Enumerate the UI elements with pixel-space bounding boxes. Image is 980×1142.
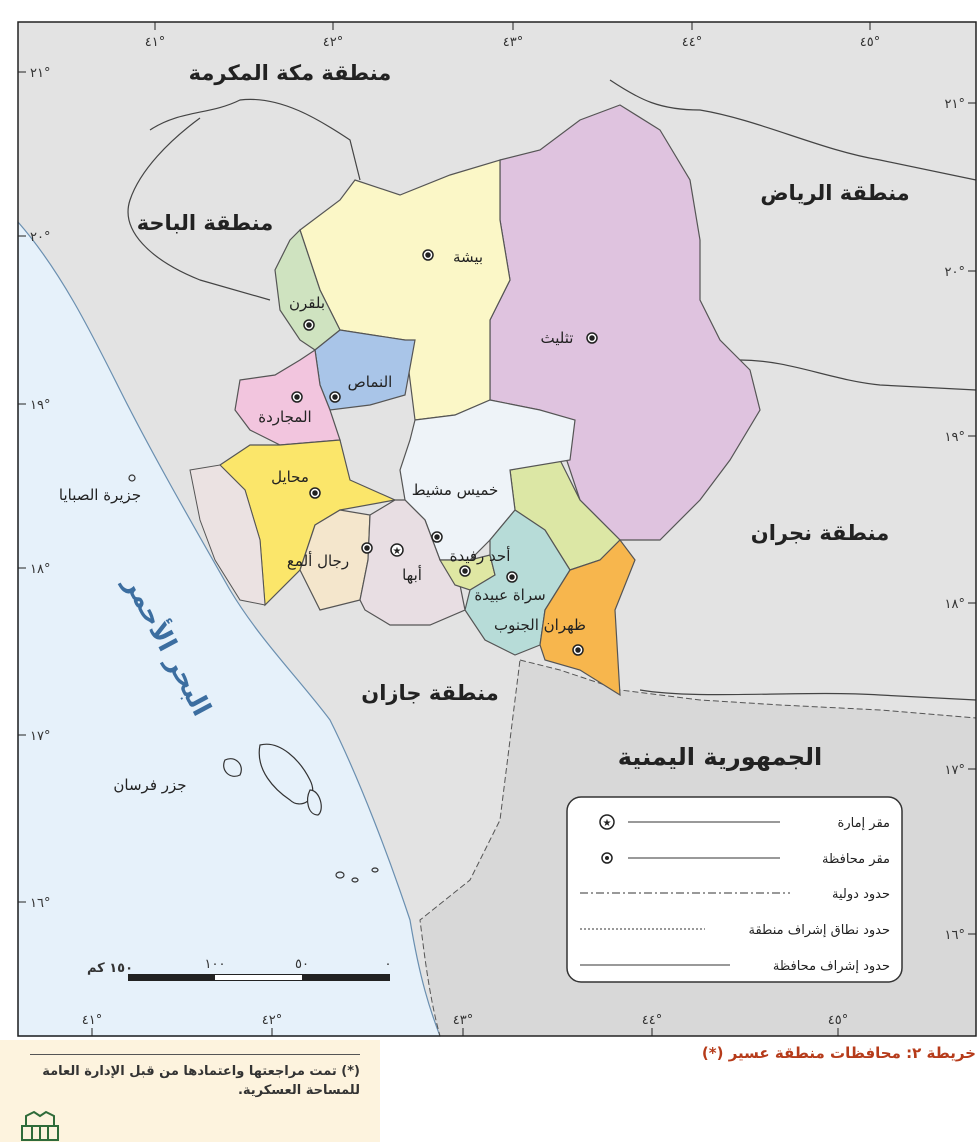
lat-tick-right-17: ١٧° xyxy=(945,763,965,778)
lat-tick-right-21: ٢١° xyxy=(945,97,965,112)
map-caption: خريطة ٢: محافظات منطقة عسير (*) xyxy=(701,1044,976,1062)
scale-label-100: ١٠٠ xyxy=(205,957,226,972)
label-balqarn: بلقرن xyxy=(289,294,325,312)
red-sea xyxy=(17,220,441,1037)
legend-governorate-border: حدود إشراف محافظة xyxy=(773,959,890,974)
label-farasan-islands: جزر فرسان xyxy=(113,776,186,794)
label-jazan-region: منطقة جازان xyxy=(361,681,498,705)
farasan-islands xyxy=(128,474,379,883)
scale-label-0: ٠ xyxy=(385,957,392,972)
lon-tick-top-42: ٤٢° xyxy=(323,35,343,50)
label-sabaya-island: جزيرة الصبايا xyxy=(59,486,141,504)
longitude-ticks-bottom: ٤١° ٤٢° ٤٣° ٤٤° ٤٥° xyxy=(82,1013,848,1036)
label-yemen: الجمهورية اليمنية xyxy=(618,743,823,771)
label-bisha: بيشة xyxy=(453,248,483,266)
lat-tick-right-20: ٢٠° xyxy=(945,265,965,280)
governorate-seat-markers xyxy=(291,249,598,656)
lon-tick-top-43: ٤٣° xyxy=(503,35,523,50)
label-sarat-abidah: سراة عبيدة xyxy=(474,586,545,604)
latitude-ticks-right: ٢١° ٢٠° ١٩° ١٨° ١٧° ١٦° xyxy=(945,97,976,943)
label-namas: النماص xyxy=(348,373,393,391)
legend-region-border: حدود نطاق إشراف منطقة xyxy=(748,923,890,938)
legend-international-border: حدود دولية xyxy=(832,887,890,902)
lon-tick-bottom-45: ٤٥° xyxy=(828,1013,848,1028)
lat-tick-right-18: ١٨° xyxy=(945,597,965,612)
label-muhayil: محايل xyxy=(271,468,309,486)
lon-tick-bottom-41: ٤١° xyxy=(82,1013,102,1028)
lat-tick-right-19: ١٩° xyxy=(945,430,965,445)
label-riyadh-region: منطقة الرياض xyxy=(760,181,909,205)
gov-dhahran-janub xyxy=(539,539,636,697)
label-tathlith: تثليث xyxy=(541,329,574,347)
longitude-ticks-top: ٤١° ٤٢° ٤٣° ٤٤° ٤٥° xyxy=(145,22,880,50)
lat-tick-left-21: ٢١° xyxy=(30,66,50,81)
label-makkah-region: منطقة مكة المكرمة xyxy=(189,61,392,85)
gov-majardah xyxy=(234,348,341,446)
emblem-logo-icon xyxy=(21,1110,59,1141)
label-abha: أبها xyxy=(402,565,422,584)
lat-tick-left-17: ١٧° xyxy=(30,729,50,744)
lon-tick-top-45: ٤٥° xyxy=(860,35,880,50)
legend-governorate-seat: مقر محافظة xyxy=(822,852,890,867)
legend-emirate-seat: مقر إمارة xyxy=(838,816,890,831)
footnote-box: (*) تمت مراجعتها واعتمادها من قبل الإدار… xyxy=(0,1040,380,1142)
emirate-seat-marker: ★ xyxy=(390,543,404,557)
lat-tick-left-16: ١٦° xyxy=(30,896,50,911)
label-najran-region: منطقة نجران xyxy=(751,521,889,545)
lon-tick-bottom-42: ٤٢° xyxy=(262,1013,282,1028)
label-rijal-alma: رجال ألمع xyxy=(287,551,349,570)
latitude-ticks-left: ٢١° ٢٠° ١٩° ١٨° ١٧° ١٦° xyxy=(18,66,50,911)
scale-label-50: ٥٠ xyxy=(295,957,309,972)
lat-tick-right-16: ١٦° xyxy=(945,928,965,943)
scale-bar: ١٥٠ كم ١٠٠ ٥٠ ٠ xyxy=(87,957,392,981)
label-ahad-rafidah: أحد رفيدة xyxy=(450,546,511,565)
lat-tick-left-19: ١٩° xyxy=(30,398,50,413)
svg-text:★: ★ xyxy=(393,546,402,557)
footnote-text: (*) تمت مراجعتها واعتمادها من قبل الإدار… xyxy=(42,1064,360,1098)
lon-tick-top-41: ٤١° xyxy=(145,35,165,50)
lat-tick-left-18: ١٨° xyxy=(30,562,50,577)
map-legend: ★ مقر إمارة مقر محافظة حدود دولية حدود ن… xyxy=(566,796,903,983)
label-khamis-mushait: خميس مشيط xyxy=(412,481,499,499)
lat-tick-left-20: ٢٠° xyxy=(30,230,50,245)
svg-text:★: ★ xyxy=(603,818,612,829)
label-dhahran-janub: ظهران الجنوب xyxy=(494,616,586,634)
lon-tick-bottom-43: ٤٣° xyxy=(453,1013,473,1028)
label-baha-region: منطقة الباحة xyxy=(137,211,274,235)
lon-tick-top-44: ٤٤° xyxy=(682,35,702,50)
lon-tick-bottom-44: ٤٤° xyxy=(642,1013,662,1028)
label-majardah: المجاردة xyxy=(258,408,311,426)
scale-label-150: ١٥٠ كم xyxy=(87,961,133,976)
